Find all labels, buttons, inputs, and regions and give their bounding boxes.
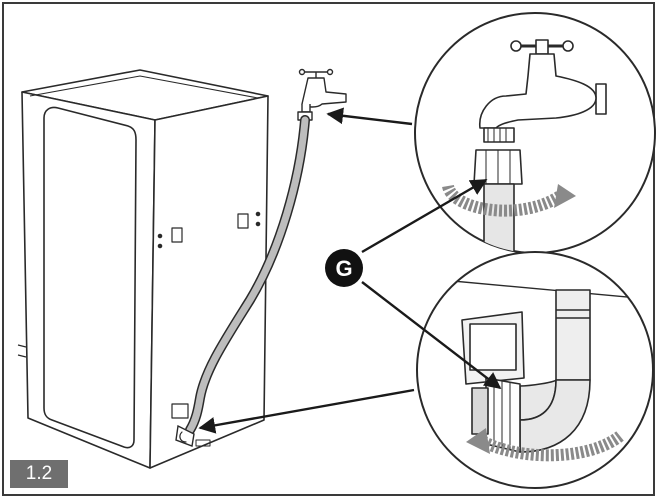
arrow-g-to-tap-nut — [361, 178, 488, 254]
detail-machine-inlet — [416, 251, 654, 489]
callout-g-letter: G — [335, 256, 352, 281]
pointer-arrows — [198, 107, 502, 434]
detail-tap-connection — [414, 12, 656, 254]
callout-g: G — [325, 249, 363, 287]
inlet-hose — [175, 115, 310, 447]
arrow-to-tap — [326, 107, 413, 126]
arrow-g-to-inlet-nut — [361, 281, 502, 390]
washing-machine — [17, 69, 269, 469]
water-tap-small — [297, 68, 347, 121]
figure-number: 1.2 — [10, 460, 68, 488]
arrow-to-inlet — [198, 388, 415, 434]
